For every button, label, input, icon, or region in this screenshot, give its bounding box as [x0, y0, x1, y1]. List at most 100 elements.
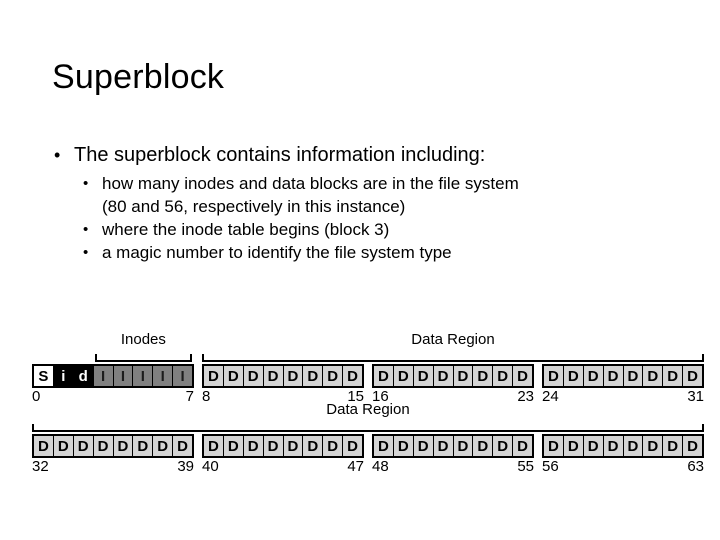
- inode-cell: I: [133, 366, 154, 386]
- data-block-cell: D: [413, 436, 434, 456]
- data-block-cell: D: [603, 436, 624, 456]
- data-block-cell: D: [323, 366, 344, 386]
- data-block-cell: D: [413, 366, 434, 386]
- sub-bullet-text-line1: how many inodes and data blocks are in t…: [102, 174, 519, 193]
- data-block-cell: D: [393, 366, 414, 386]
- sub-bullet-item: • a magic number to identify the file sy…: [52, 241, 692, 264]
- data-group-8-15-range: 8 15: [202, 388, 364, 405]
- data-block-cell: D: [544, 436, 564, 456]
- bracket-tick-left: [202, 354, 204, 362]
- data-block-cell: D: [303, 366, 324, 386]
- data-block-cell: D: [34, 436, 54, 456]
- bracket-inodes: Inodes: [94, 332, 192, 362]
- block-index-end: 15: [347, 388, 364, 405]
- data-block-cell: D: [563, 366, 584, 386]
- bracket-tick-left: [32, 424, 34, 432]
- data-block-cell: D: [243, 366, 264, 386]
- data-block-cell: D: [683, 436, 702, 456]
- inode-cell: I: [93, 366, 114, 386]
- block-index-start: 16: [372, 388, 389, 405]
- block-index-end: 63: [687, 458, 704, 475]
- data-block-cell: D: [343, 436, 362, 456]
- data-block-cell: D: [493, 366, 514, 386]
- block-index-start: 56: [542, 458, 559, 475]
- block-index-end: 55: [517, 458, 534, 475]
- bracket-line: [32, 430, 704, 432]
- bullet-level1-text: The superblock contains information incl…: [74, 144, 486, 166]
- bracket-data-region: Data Region: [32, 402, 704, 432]
- block-index-start: 8: [202, 388, 211, 405]
- data-block-cell: D: [433, 436, 454, 456]
- bracket-tick-left: [94, 354, 97, 362]
- data-block-cell: D: [343, 366, 362, 386]
- data-block-cell: D: [223, 366, 244, 386]
- data-block-cell: D: [663, 436, 684, 456]
- sub-bullet-text-line2: (80 and 56, respectively in this instanc…: [102, 197, 406, 216]
- data-block-cell: D: [204, 436, 224, 456]
- block-index-start: 0: [32, 388, 41, 405]
- data-block-cell: D: [303, 436, 324, 456]
- data-block-cell: D: [544, 366, 564, 386]
- data-block-cell: D: [513, 436, 532, 456]
- bitmap-cell: i: [53, 366, 74, 386]
- data-block-cell: D: [283, 436, 304, 456]
- data-block-cell: D: [583, 436, 604, 456]
- bracket-data-region: Data Region: [202, 332, 704, 362]
- sub-bullet-text-line1: where the inode table begins (block 3): [102, 220, 390, 239]
- sub-bullet-list: • how many inodes and data blocks are in…: [52, 172, 692, 264]
- data-group-32-39-range: 32 39: [32, 458, 194, 475]
- block-index-start: 40: [202, 458, 219, 475]
- data-block-cell: D: [53, 436, 74, 456]
- block-index-start: 32: [32, 458, 49, 475]
- data-block-cell: D: [283, 366, 304, 386]
- data-block-cell: D: [173, 436, 192, 456]
- data-block-cell: D: [623, 366, 644, 386]
- data-block-cell: D: [453, 436, 474, 456]
- sub-bullet-text-line1: a magic number to identify the file syst…: [102, 243, 452, 262]
- data-group-56-63-range: 56 63: [542, 458, 704, 475]
- data-block-cell: D: [93, 436, 114, 456]
- bracket-tick-right: [702, 424, 704, 432]
- data-block-cell: D: [473, 436, 494, 456]
- data-block-cell: D: [603, 366, 624, 386]
- bracket-tick-right: [702, 354, 704, 362]
- block-index-start: 24: [542, 388, 559, 405]
- block-index-end: 23: [517, 388, 534, 405]
- data-block-cell: D: [223, 436, 244, 456]
- data-block-cell: D: [453, 366, 474, 386]
- bullet-list: • The superblock contains information in…: [52, 142, 692, 264]
- data-block-cell: D: [204, 366, 224, 386]
- data-block-cell: D: [583, 366, 604, 386]
- block-index-end: 39: [177, 458, 194, 475]
- data-block-cell: D: [263, 436, 284, 456]
- bullet-marker-icon: •: [83, 221, 89, 238]
- data-block-cell: D: [643, 366, 664, 386]
- bullet-marker-icon: •: [83, 244, 89, 261]
- bracket-line: [94, 360, 192, 362]
- bitmap-cell: d: [73, 366, 94, 386]
- inode-cell: I: [113, 366, 134, 386]
- data-block-cell: D: [493, 436, 514, 456]
- data-block-cell: D: [393, 436, 414, 456]
- data-block-cell: D: [153, 436, 174, 456]
- data-block-cell: D: [663, 366, 684, 386]
- data-block-cell: D: [73, 436, 94, 456]
- data-block-cell: D: [433, 366, 454, 386]
- data-block-cell: D: [683, 366, 702, 386]
- data-block-cell: D: [623, 436, 644, 456]
- data-block-cell: D: [374, 436, 394, 456]
- sub-bullet-item: • where the inode table begins (block 3): [52, 218, 692, 241]
